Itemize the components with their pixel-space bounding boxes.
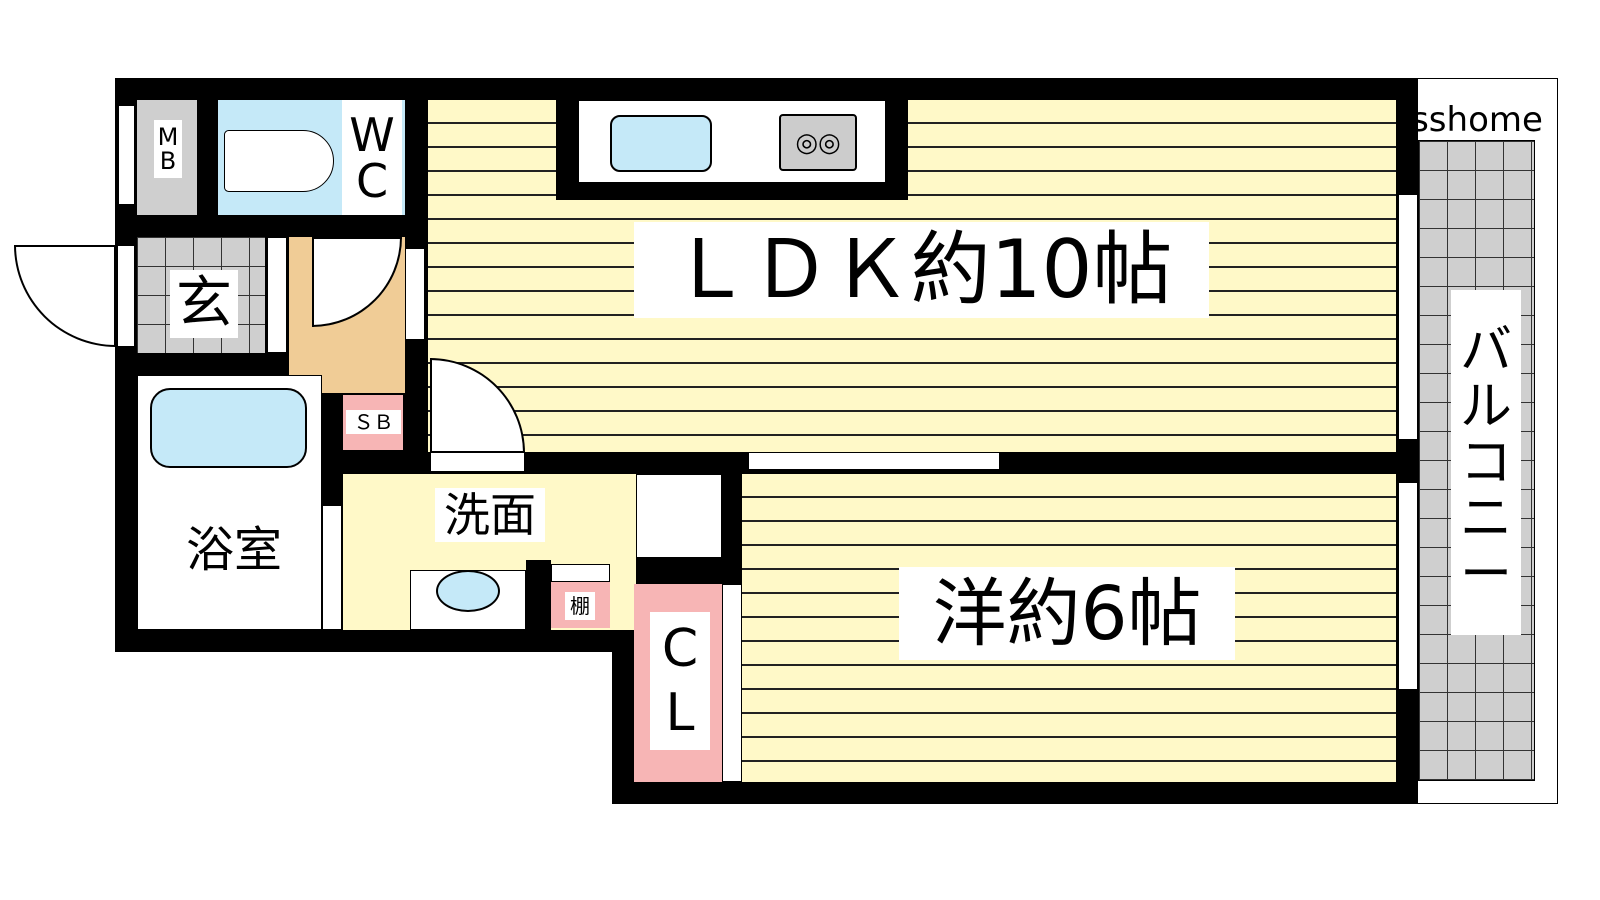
- wc-label-w: W: [349, 107, 395, 162]
- closet-label-c: C: [661, 619, 699, 679]
- kitchen-sink: [610, 115, 712, 172]
- closet-label-l: L: [665, 683, 695, 743]
- basin-bowl: [436, 570, 500, 612]
- mb-label-m: M: [157, 123, 179, 151]
- window[interactable]: [1398, 482, 1418, 690]
- balcony-char: コ: [1459, 432, 1512, 493]
- balcony-char: ー: [1459, 544, 1512, 605]
- entrance-door[interactable]: [14, 245, 116, 347]
- stove-icon: ◎◎: [779, 114, 857, 171]
- balcony-char: バ: [1459, 320, 1512, 381]
- shelf-label: 棚: [565, 592, 595, 620]
- door-frame: [405, 248, 425, 340]
- balcony-char: ル: [1459, 376, 1512, 437]
- shelf-top: [551, 564, 610, 582]
- sb-label: ＳＢ: [346, 410, 401, 434]
- ldk-label: ＬＤＫ約10帖: [634, 222, 1209, 318]
- sliding-door[interactable]: [748, 452, 1000, 470]
- entrance-label: 玄: [170, 270, 238, 338]
- balcony-label: バ ル コ ニ ー: [1451, 290, 1521, 635]
- bath-label: 浴室: [178, 522, 290, 578]
- watermark: sshome: [1411, 100, 1543, 140]
- bath-door[interactable]: [322, 505, 342, 630]
- toilet-icon: [224, 130, 334, 192]
- window[interactable]: [1398, 194, 1418, 440]
- step-edge: [267, 237, 287, 353]
- partition-wall: [526, 560, 551, 630]
- closet-door[interactable]: [722, 584, 742, 782]
- wc-label-c: C: [355, 153, 389, 208]
- mb-label-b: B: [159, 147, 177, 175]
- mb-door[interactable]: [118, 105, 135, 205]
- door-frame: [430, 452, 525, 472]
- washroom-label: 洗面: [435, 488, 545, 542]
- bathtub: [150, 388, 307, 468]
- door-frame: [117, 245, 135, 347]
- washing-machine-area: [636, 474, 722, 558]
- balcony-char: ニ: [1459, 488, 1512, 549]
- western-room-label: 洋約6帖: [899, 567, 1235, 660]
